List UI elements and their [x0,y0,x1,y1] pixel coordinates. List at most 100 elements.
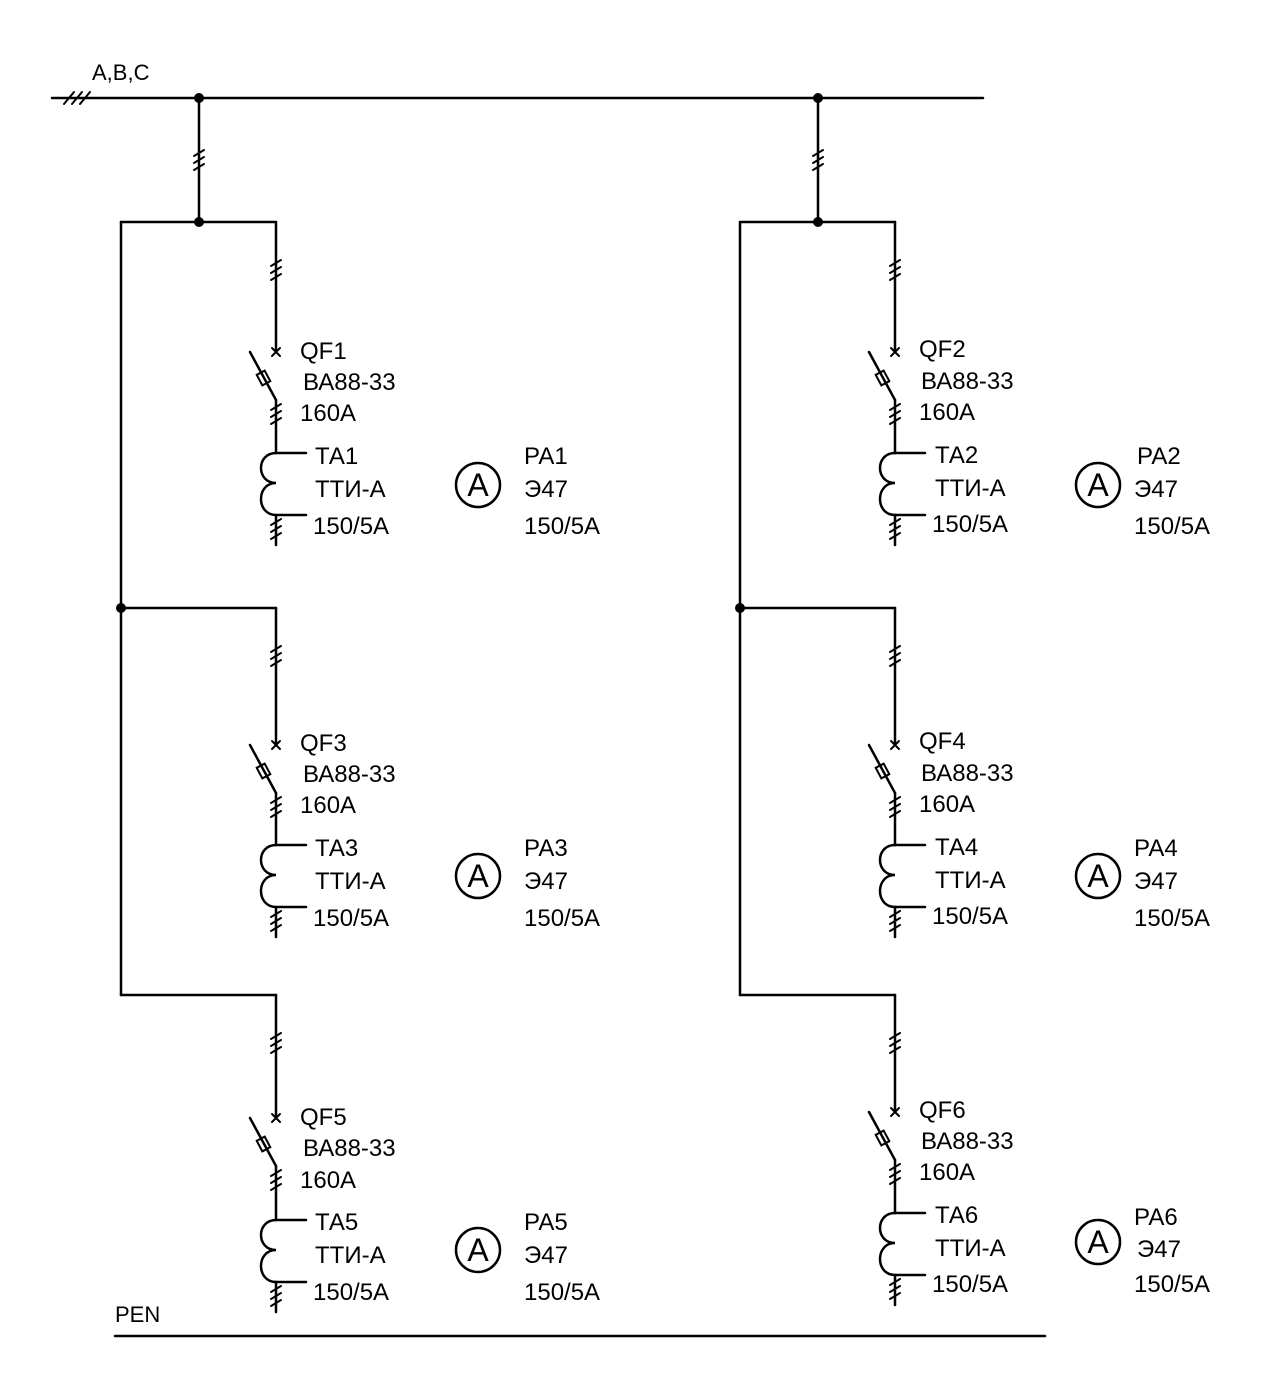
breaker-release-box [874,369,891,387]
breaker-rating-label: 160А [919,791,975,818]
breaker-rating-label: 160А [300,400,356,427]
junction-dot [116,603,126,613]
meter-label: РА3 [524,835,568,862]
meter-model-label: Э47 [524,1242,568,1269]
breaker-rating-label: 160А [300,1167,356,1194]
three-phase-mark [889,1163,901,1185]
ammeter-circle [1074,852,1122,900]
breaker-model-label: ВА88-33 [921,760,1014,787]
meter-model-label: Э47 [524,868,568,895]
breaker-blade [867,1110,897,1162]
ammeter-symbol-label: A [467,467,489,503]
three-phase-mark [270,259,282,281]
three-phase-mark [889,259,901,281]
three-phase-mark [812,149,824,171]
ct-ratio-label: 150/5А [313,905,389,932]
ct-ratio-label: 150/5А [932,511,1008,538]
three-phase-mark [889,796,901,818]
ct-label: ТА4 [935,834,978,861]
breaker-contact-cross [890,347,900,357]
ammeter-circle [454,461,502,509]
breaker-release-box [874,762,891,780]
ct-model-label: ТТИ-А [935,475,1006,502]
breaker-model-label: ВА88-33 [303,369,396,396]
breaker-label: QF2 [919,336,966,363]
three-phase-mark [270,1169,282,1191]
ammeter-symbol-label: A [467,858,489,894]
breaker-model-label: ВА88-33 [921,1128,1014,1155]
column-2-wiring [738,96,897,997]
ct-coil [878,1211,897,1277]
feeder-4-symbol [867,606,1122,939]
breaker-blade [248,1116,278,1168]
ct-model-label: ТТИ-А [315,868,386,895]
ammeter-circle [1074,461,1122,509]
breaker-rating-label: 160А [300,792,356,819]
feeder-qf3-labels: QF3 ВА88-33 160А ТА3 ТТИ-А 150/5А РА3 Э4… [300,730,600,932]
three-phase-mark [889,645,901,667]
meter-label: РА1 [524,443,568,470]
breaker-contact-cross [890,740,900,750]
breaker-blade [867,743,897,795]
pen-bus-label: PEN [115,1302,160,1327]
ct-label: ТА1 [315,443,358,470]
ammeter-circle [454,1226,502,1274]
breaker-release-box [255,1135,272,1153]
meter-label: РА2 [1137,443,1181,470]
junction-dot [813,217,823,227]
three-phase-mark [270,1032,282,1054]
ct-coil [259,1218,278,1284]
feeder-qf1-labels: QF1 ВА88-33 160А ТА1 ТТИ-А 150/5А РА1 Э4… [300,338,600,540]
ammeter-symbol-label: A [1087,467,1109,503]
breaker-contact-cross [271,347,281,357]
breaker-label: QF4 [919,728,966,755]
ct-ratio-label: 150/5А [313,1279,389,1306]
breaker-contact-cross [271,740,281,750]
breaker-blade [248,743,278,795]
ct-ratio-label: 150/5А [313,513,389,540]
meter-ratio-label: 150/5А [524,1279,600,1306]
junction-dot [194,217,204,227]
three-phase-mark [270,1285,282,1307]
feeder-6-symbol [867,993,1122,1307]
ammeter-symbol-label: A [467,1232,489,1268]
three-phase-mark [889,910,901,932]
breaker-blade [867,350,897,402]
meter-ratio-label: 150/5А [524,513,600,540]
column-1-wiring [119,96,278,997]
three-phase-mark [270,403,282,425]
breaker-model-label: ВА88-33 [303,1135,396,1162]
breaker-release-box [874,1129,891,1147]
breaker-model-label: ВА88-33 [921,368,1014,395]
breaker-rating-label: 160А [919,399,975,426]
meter-label: РА5 [524,1209,568,1236]
ammeter-symbol-label: A [1087,1224,1109,1260]
ct-label: ТА5 [315,1209,358,1236]
meter-model-label: Э47 [1134,868,1178,895]
ct-coil [259,843,278,909]
breaker-rating-label: 160А [919,1159,975,1186]
feeder-qf2-labels: QF2 ВА88-33 160А ТА2 ТТИ-А 150/5А РА2 Э4… [919,336,1210,540]
three-phase-mark [63,91,91,105]
feeder-3-symbol [248,606,502,939]
three-phase-mark [193,149,205,171]
three-phase-mark [270,910,282,932]
breaker-blade [248,350,278,402]
junction-dot [194,93,204,103]
meter-model-label: Э47 [1137,1236,1181,1263]
meter-ratio-label: 150/5А [1134,513,1210,540]
main-bus-label: A,B,C [92,60,150,85]
ammeter-symbol-label: A [1087,858,1109,894]
three-phase-mark [889,518,901,540]
breaker-label: QF6 [919,1097,966,1124]
three-phase-mark [889,1278,901,1300]
ct-label: ТА2 [935,442,978,469]
ct-model-label: ТТИ-А [315,1242,386,1269]
feeder-1-symbol [248,220,502,547]
ct-coil [878,843,897,909]
three-phase-mark [270,518,282,540]
breaker-model-label: ВА88-33 [303,761,396,788]
meter-label: РА6 [1134,1204,1178,1231]
three-phase-mark [889,1032,901,1054]
